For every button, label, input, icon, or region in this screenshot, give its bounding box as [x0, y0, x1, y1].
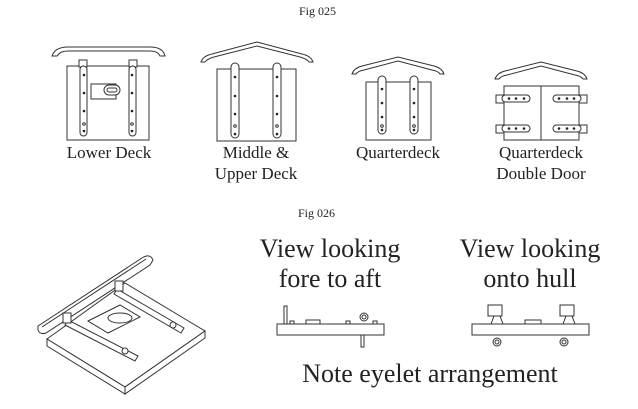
isometric-door-drawing [37, 255, 206, 395]
view2-line2: onto hull [483, 264, 577, 293]
view1-line2: fore to aft [278, 264, 382, 293]
view2-line1: View looking [459, 234, 601, 263]
lower-deck-door-drawing [51, 46, 166, 141]
door-panel [216, 68, 297, 142]
fore-to-aft-view-drawing [276, 305, 385, 348]
onto-hull-view-drawing [471, 304, 590, 347]
view1-line1: View looking [259, 234, 401, 263]
caption-middle-upper-deck-line1: Middle & [222, 143, 290, 162]
lock-eyelet [103, 84, 121, 96]
hinge-strap [230, 62, 240, 139]
eyelet-note: Note eyelet arrangement [302, 359, 558, 388]
caption-quarterdeck: Quarterdeck [355, 143, 440, 162]
quarterdeck-door-drawing [351, 56, 445, 141]
door-panel [365, 81, 432, 141]
hinge-strap [409, 75, 419, 135]
fig-025-label: Fig 025 [299, 4, 337, 18]
caption-lower-deck: Lower Deck [66, 143, 152, 162]
hinge-strap [377, 75, 387, 135]
quarterdeck-double-door-drawing [494, 61, 588, 141]
hinge-strap [272, 62, 282, 139]
caption-middle-upper-deck-line2: Upper Deck [214, 164, 298, 183]
hinge-strap [79, 65, 88, 137]
hinge-strap [128, 65, 137, 137]
fig-026-label: Fig 026 [298, 206, 336, 220]
caption-quarterdeck-double-door-line2: Double Door [496, 164, 586, 183]
caption-quarterdeck-double-door-line1: Quarterdeck [498, 143, 583, 162]
door-panel [66, 65, 150, 141]
middle-upper-deck-door-drawing [200, 41, 314, 142]
